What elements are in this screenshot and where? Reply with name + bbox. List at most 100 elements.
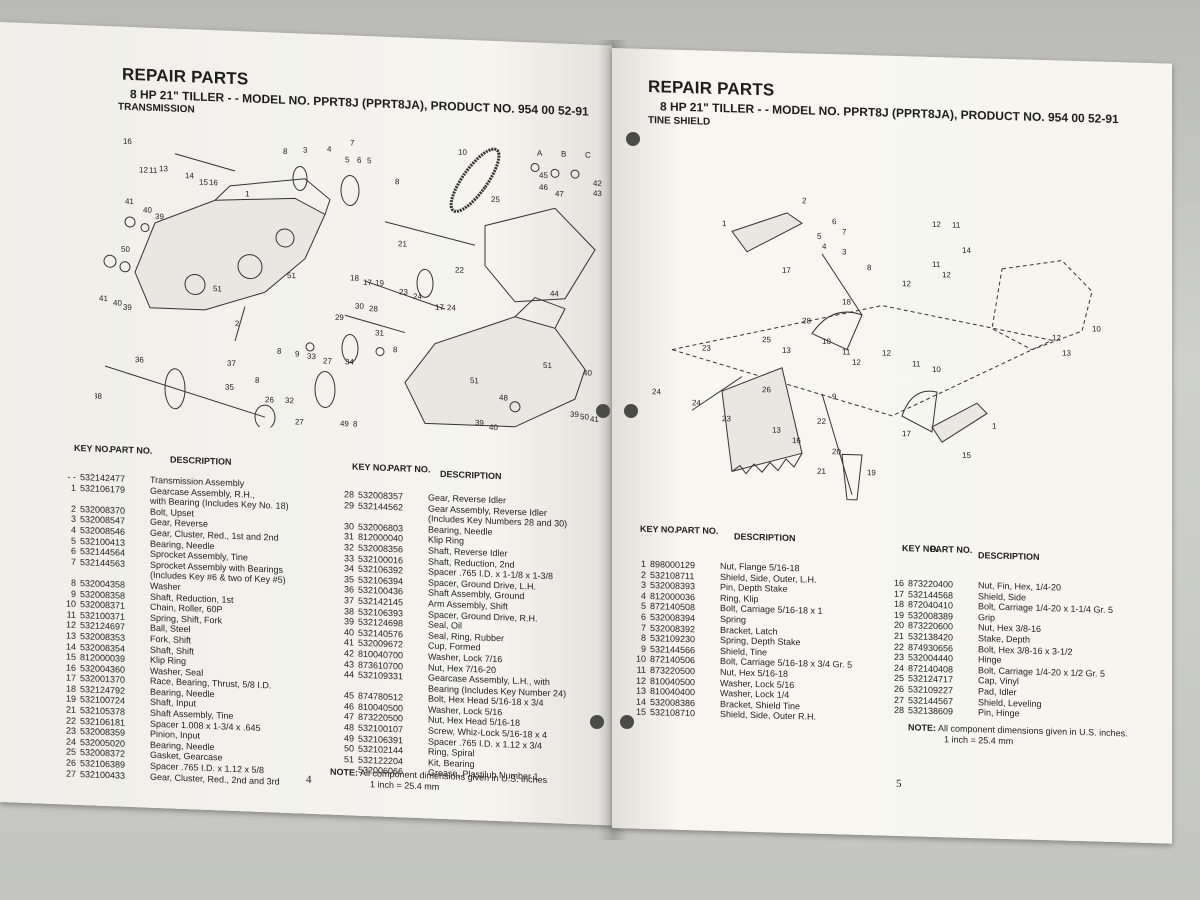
- svg-text:8: 8: [283, 147, 288, 156]
- svg-text:1: 1: [992, 422, 997, 431]
- section-title: TINE SHIELD: [648, 115, 711, 128]
- key-no-header: KEY NO.: [640, 523, 677, 535]
- svg-text:10: 10: [822, 337, 831, 346]
- binder-hole: [620, 715, 634, 729]
- part-no-header-2: PART NO.: [388, 462, 431, 475]
- svg-text:7: 7: [842, 227, 847, 236]
- page-title: REPAIR PARTS: [648, 77, 775, 100]
- part-no-header-2: PART NO.: [930, 543, 973, 556]
- svg-text:13: 13: [1062, 349, 1071, 358]
- svg-text:2: 2: [802, 196, 807, 205]
- svg-text:11: 11: [149, 166, 158, 175]
- svg-text:51: 51: [543, 361, 552, 370]
- svg-text:39: 39: [123, 303, 132, 312]
- svg-text:16: 16: [123, 137, 132, 146]
- svg-text:10: 10: [932, 365, 941, 374]
- svg-text:19: 19: [867, 468, 876, 477]
- svg-text:31: 31: [375, 328, 384, 337]
- svg-text:48: 48: [499, 393, 508, 402]
- key-no: 10: [635, 654, 646, 665]
- svg-text:32: 32: [285, 396, 294, 405]
- svg-text:5: 5: [345, 155, 350, 164]
- svg-text:12: 12: [882, 349, 891, 358]
- description-header: DESCRIPTION: [734, 531, 796, 544]
- svg-text:12: 12: [932, 220, 941, 229]
- svg-text:49: 49: [340, 419, 349, 428]
- svg-text:25: 25: [762, 335, 771, 344]
- svg-text:8: 8: [867, 263, 872, 272]
- svg-text:11: 11: [952, 220, 961, 229]
- key-no: 26: [893, 683, 904, 695]
- part-no-header: PART NO.: [110, 444, 153, 456]
- key-no: 19: [893, 609, 904, 620]
- part-description: Spring: [720, 613, 747, 625]
- svg-text:13: 13: [159, 164, 168, 173]
- svg-text:8: 8: [395, 177, 400, 186]
- svg-text:23: 23: [702, 344, 711, 353]
- part-description: Shield, Side, Outer R.H.: [720, 709, 817, 723]
- key-no: 8: [640, 632, 646, 644]
- page-number: 5: [896, 777, 902, 791]
- svg-text:B: B: [561, 150, 566, 159]
- key-no: 1: [640, 558, 646, 569]
- svg-text:8: 8: [255, 376, 260, 385]
- page-subtitle: 8 HP 21" TILLER - - MODEL NO. PPRT8J (PP…: [660, 99, 1119, 127]
- svg-text:20: 20: [832, 447, 841, 456]
- svg-text:13: 13: [772, 425, 781, 434]
- svg-text:2: 2: [235, 319, 240, 328]
- part-description: Grip: [978, 612, 996, 623]
- left-page: REPAIR PARTS 8 HP 21" TILLER - - MODEL N…: [0, 22, 612, 826]
- svg-text:25: 25: [491, 195, 500, 204]
- svg-text:5: 5: [367, 156, 372, 165]
- svg-text:17: 17: [363, 278, 372, 287]
- svg-text:22: 22: [817, 417, 826, 426]
- key-no: 11: [636, 664, 646, 675]
- key-no: 14: [635, 696, 646, 707]
- binder-hole: [626, 132, 640, 146]
- svg-text:A: A: [537, 149, 543, 158]
- svg-text:46: 46: [539, 183, 548, 192]
- key-no: 7: [640, 622, 646, 633]
- svg-text:44: 44: [550, 289, 559, 298]
- svg-text:12: 12: [139, 165, 148, 174]
- svg-text:18: 18: [350, 273, 359, 282]
- svg-text:41: 41: [99, 294, 108, 303]
- key-no: 24: [893, 662, 904, 673]
- key-no: 28: [893, 705, 904, 716]
- svg-text:33: 33: [307, 352, 316, 361]
- svg-text:17: 17: [435, 303, 444, 312]
- svg-text:14: 14: [962, 246, 971, 255]
- key-no: 3: [640, 579, 646, 591]
- svg-text:39: 39: [155, 212, 164, 221]
- svg-text:24: 24: [413, 292, 422, 301]
- svg-text:4: 4: [327, 145, 332, 154]
- svg-text:3: 3: [303, 146, 308, 155]
- svg-text:15: 15: [199, 178, 208, 187]
- key-no: 18: [893, 599, 904, 610]
- svg-text:11: 11: [842, 347, 851, 356]
- key-no: 9: [640, 643, 646, 654]
- dimensions-note: NOTE: All component dimensions given in …: [908, 722, 1128, 747]
- page-number: 4: [306, 773, 312, 786]
- svg-text:30: 30: [355, 302, 364, 311]
- svg-text:17: 17: [902, 429, 911, 438]
- svg-text:26: 26: [265, 395, 274, 404]
- svg-text:37: 37: [227, 359, 236, 368]
- part-no: 532108710: [650, 707, 696, 719]
- svg-text:6: 6: [832, 217, 837, 226]
- key-no: 2: [640, 569, 646, 580]
- svg-text:21: 21: [398, 239, 407, 248]
- svg-text:14: 14: [185, 171, 194, 180]
- key-no-header: KEY NO.: [74, 442, 111, 455]
- key-no: 17: [893, 588, 904, 599]
- svg-text:36: 36: [135, 355, 144, 364]
- svg-text:39: 39: [570, 410, 579, 419]
- svg-text:50: 50: [121, 245, 130, 254]
- key-no: 5: [640, 601, 646, 612]
- svg-text:10: 10: [458, 148, 467, 157]
- svg-text:39: 39: [475, 418, 484, 427]
